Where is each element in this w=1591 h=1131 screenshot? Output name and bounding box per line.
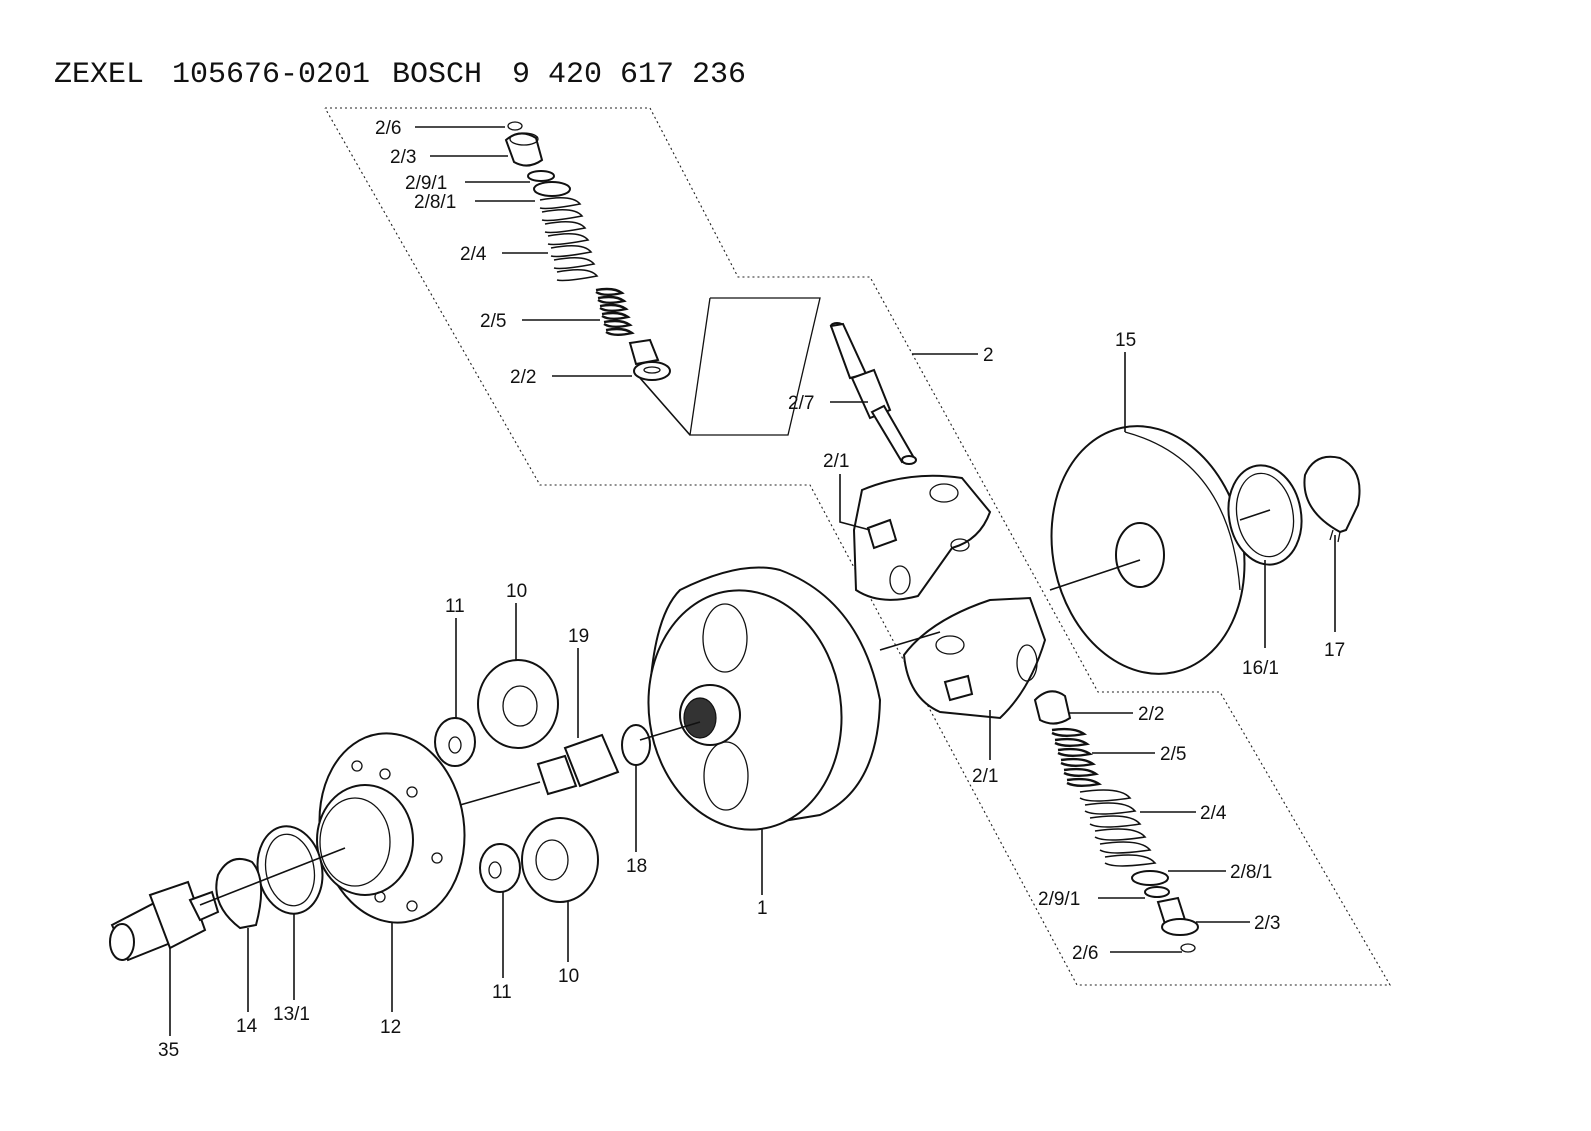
valve-2-2-bottom <box>1033 690 1072 725</box>
header: ZEXEL 105676-0201 BOSCH 9 420 617 236 <box>54 58 746 92</box>
ring-18 <box>621 724 651 766</box>
zexel-part-number: 105676-0201 <box>172 58 370 92</box>
label-10-bottom: 10 <box>558 966 579 987</box>
label-2-4-bottom: 2/4 <box>1200 803 1227 824</box>
housing-1 <box>647 566 882 831</box>
label-2-4-top: 2/4 <box>460 244 487 265</box>
pin-2-7 <box>829 322 917 465</box>
label-2-3-bottom: 2/3 <box>1254 913 1280 934</box>
label-14: 14 <box>236 1016 258 1037</box>
fitting-35 <box>109 880 220 962</box>
cam-half-2-1-top <box>852 474 992 601</box>
lower-valve-stack <box>1033 690 1199 953</box>
label-2-1-top: 2/1 <box>823 451 849 472</box>
label-18: 18 <box>626 856 647 877</box>
washer-2-8-1-bottom <box>1131 870 1169 886</box>
circlip-2-6-bottom <box>1180 943 1196 953</box>
flange-12 <box>316 732 466 924</box>
label-2-8-1-bottom: 2/8/1 <box>1230 862 1272 883</box>
spring-2-5-top <box>595 287 635 336</box>
circlip-2-6-top <box>507 121 523 131</box>
label-assembly-2: 2 <box>983 345 994 366</box>
cam-half-2-1-bottom <box>902 596 1047 720</box>
label-2-6-top: 2/6 <box>375 118 401 139</box>
bushing-10-bottom <box>521 817 599 903</box>
label-11-bottom: 11 <box>492 982 512 1003</box>
label-2-5-bottom: 2/5 <box>1160 744 1186 765</box>
valve-sub-boundary <box>689 297 821 436</box>
label-1: 1 <box>757 898 768 919</box>
label-15: 15 <box>1115 330 1136 351</box>
label-2-2-top: 2/2 <box>510 367 536 388</box>
spring-2-5-bottom <box>1051 727 1103 787</box>
label-2-3-top: 2/3 <box>390 147 416 168</box>
disc-15 <box>1050 425 1246 675</box>
bushing-10-top <box>477 659 559 749</box>
label-2-7: 2/7 <box>788 393 814 414</box>
label-2-5-top: 2/5 <box>480 311 506 332</box>
shim-2-9-1-top <box>527 170 555 182</box>
brand-bosch: BOSCH <box>392 58 482 92</box>
valve-2-2-top <box>628 338 660 366</box>
washer-2-8-1-top <box>533 181 571 197</box>
leader-lines <box>169 126 1336 1036</box>
label-2-9-1-bottom: 2/9/1 <box>1038 889 1080 910</box>
valve-cap-2-3-top <box>504 132 544 167</box>
label-19: 19 <box>568 626 589 647</box>
label-2-1-bottom: 2/1 <box>972 766 998 787</box>
sleeve-19 <box>536 733 620 796</box>
label-11-top: 11 <box>445 596 465 617</box>
label-2-2-bottom: 2/2 <box>1138 704 1164 725</box>
brand-zexel: ZEXEL <box>54 58 144 92</box>
label-12: 12 <box>380 1017 401 1038</box>
bosch-part-number: 9 420 617 236 <box>512 58 746 92</box>
assembly-boundary <box>324 107 1391 986</box>
label-13-1: 13/1 <box>273 1004 310 1025</box>
circlip-14 <box>215 858 263 930</box>
part-labels: 2/6 2/3 2/9/1 2/8/1 2/4 2/5 2/2 2 2/7 2/… <box>158 118 1345 1061</box>
circlip-17 <box>1303 455 1361 534</box>
label-2-8-1-top: 2/8/1 <box>414 192 456 213</box>
ring-16-1 <box>1227 464 1303 566</box>
label-2-6-bottom: 2/6 <box>1072 943 1098 964</box>
bushing-11-top <box>434 717 476 767</box>
bushing-11-bottom <box>479 843 521 893</box>
spring-2-4-top <box>539 196 599 282</box>
label-17: 17 <box>1324 640 1345 661</box>
spring-2-4-bottom <box>1079 789 1157 867</box>
label-2-9-1-top: 2/9/1 <box>405 173 447 194</box>
label-16-1: 16/1 <box>1242 658 1279 679</box>
label-35: 35 <box>158 1040 179 1061</box>
shim-2-9-1-bottom <box>1144 886 1170 898</box>
upper-valve-stack <box>504 121 671 381</box>
label-10-top: 10 <box>506 581 527 602</box>
